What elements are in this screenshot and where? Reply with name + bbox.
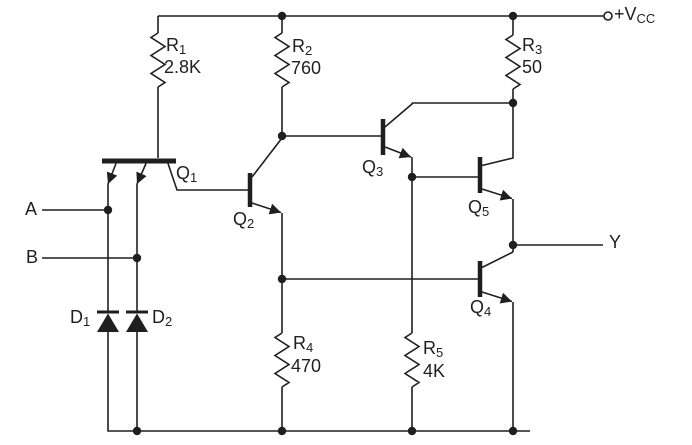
q3-collector-wire	[384, 103, 413, 128]
q1-ref: Q	[176, 163, 191, 183]
resistor-r5-symbol	[403, 332, 421, 388]
label-r4-value: 470	[291, 356, 322, 376]
resistor-r3-symbol	[504, 34, 522, 90]
junction-dot	[132, 426, 142, 436]
d2-sub: 2	[165, 314, 173, 329]
q2-ref: Q	[233, 209, 248, 229]
r5-sub: 5	[436, 345, 444, 360]
d1-anode-triangle	[97, 313, 119, 332]
label-r5: R5	[423, 338, 444, 360]
q4-collector-wire	[481, 251, 514, 269]
label-q4: Q4	[470, 297, 492, 319]
r4-sub: 4	[306, 340, 314, 355]
label-r3: R3	[522, 35, 543, 57]
junction-dot	[508, 11, 518, 21]
r1-sub: 1	[179, 42, 187, 57]
junction-dot	[277, 426, 287, 436]
label-r5-value: 4K	[423, 361, 446, 381]
label-vcc: +VCC	[614, 4, 656, 26]
label-input-b: B	[26, 247, 39, 267]
junction-dot	[132, 253, 142, 263]
q2-collector-wire	[251, 137, 283, 178]
vcc-text: +V	[614, 4, 637, 24]
label-q3: Q3	[362, 157, 384, 179]
label-q1: Q1	[176, 163, 198, 185]
transistor-q5-symbol	[477, 103, 514, 201]
label-q2: Q2	[233, 209, 255, 231]
label-r1-value: 2.8K	[164, 57, 202, 77]
label-r2: R2	[292, 36, 313, 58]
ground-rail-wire	[107, 332, 530, 432]
q4-emitter-arrow	[481, 291, 513, 304]
q5-sub: 5	[482, 204, 490, 219]
q4-ref: Q	[470, 297, 485, 317]
label-r3-value: 50	[522, 57, 543, 77]
diode-d2-symbol	[126, 310, 148, 332]
d2-ref: D	[152, 307, 165, 327]
q2-emitter-arrow	[251, 202, 282, 215]
junction-dot	[407, 426, 417, 436]
transistor-q1-symbol	[102, 158, 248, 191]
diode-d1-symbol	[97, 310, 119, 332]
q1-emitter2-arrow	[136, 163, 147, 185]
d1-sub: 1	[83, 314, 91, 329]
r5-ref: R	[423, 338, 436, 358]
label-r1: R1	[166, 35, 187, 57]
label-d2: D2	[152, 307, 173, 329]
q1-emitter1-arrow	[106, 163, 118, 185]
junction-dot	[407, 172, 417, 182]
r3-sub: 3	[535, 42, 543, 57]
label-r4: R4	[293, 333, 314, 355]
label-input-a: A	[25, 199, 38, 219]
q5-ref: Q	[468, 197, 483, 217]
q5-emitter-arrow	[481, 188, 513, 201]
vcc-terminal	[603, 11, 613, 21]
r1-ref: R	[166, 35, 179, 55]
junction-dot	[277, 131, 287, 141]
r4-ref: R	[293, 333, 306, 353]
label-d1: D1	[70, 307, 91, 329]
resistor-r2-symbol	[273, 32, 291, 88]
junction-dot	[277, 274, 287, 284]
transistor-q4-symbol	[477, 251, 514, 304]
q2-sub: 2	[247, 216, 255, 231]
d1-ref: D	[70, 307, 83, 327]
r2-ref: R	[292, 36, 305, 56]
transistor-q3-symbol	[380, 102, 513, 159]
q3-ref: Q	[362, 157, 377, 177]
label-output-y: Y	[609, 232, 622, 252]
label-q5: Q5	[468, 197, 490, 219]
q1-sub: 1	[190, 170, 198, 185]
junction-dot	[103, 205, 113, 215]
transistor-q2-symbol	[247, 137, 283, 215]
q5-collector-wire	[481, 103, 514, 167]
q1-collector-wire	[167, 163, 248, 191]
vcc-sub: CC	[636, 11, 656, 26]
resistor-r4-symbol	[273, 332, 291, 388]
q4-sub: 4	[484, 304, 492, 319]
q3-sub: 3	[376, 164, 384, 179]
resistor-r1-symbol	[149, 32, 167, 88]
junction-dot	[508, 426, 518, 436]
junction-dots	[103, 11, 518, 436]
junction-dot	[277, 11, 287, 21]
d2-anode-triangle	[126, 313, 148, 332]
label-r2-value: 760	[291, 58, 322, 78]
q3-emitter-arrow	[384, 146, 412, 159]
junction-dot	[508, 240, 518, 250]
r2-sub: 2	[305, 43, 313, 58]
junction-dot	[508, 98, 518, 108]
r3-ref: R	[522, 35, 535, 55]
